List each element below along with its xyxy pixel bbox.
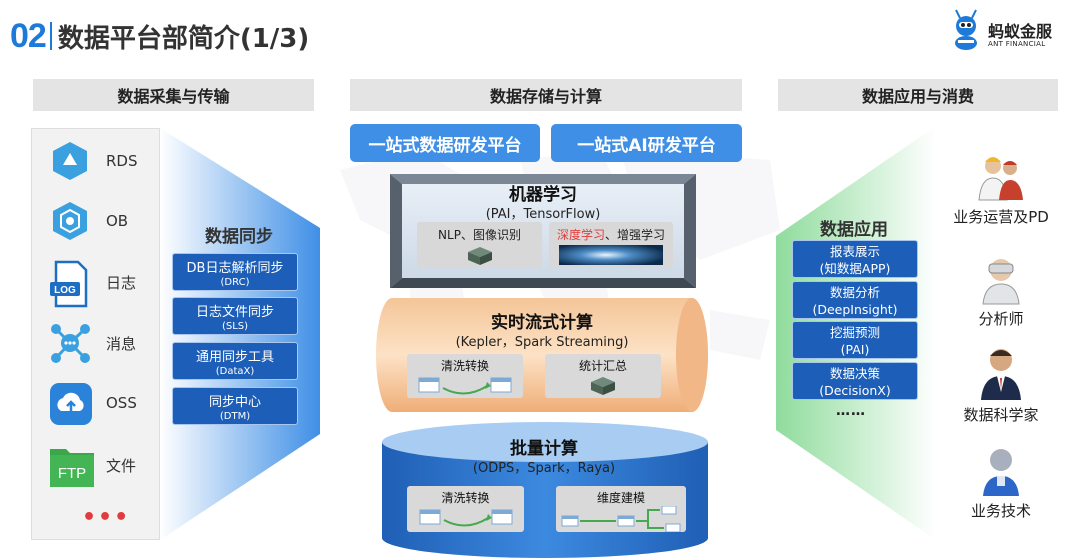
app-item-name: 数据决策 (829, 366, 880, 381)
app-item-code: (DecisionX) (819, 383, 891, 398)
sync-item-name: DB日志解析同步 (186, 261, 284, 276)
ml-subtitle: (PAI，TensorFlow) (485, 207, 601, 222)
sync-item-sls: 日志文件同步 (SLS) (172, 297, 298, 335)
role-label: 数据科学家 (963, 406, 1039, 424)
app-item-code: (DeepInsight) (812, 302, 898, 317)
app-item-mining: 挖掘预测 (PAI) (792, 321, 918, 359)
section-header-apply: 数据应用与消费 (778, 79, 1058, 111)
source-label: 消息 (106, 334, 137, 353)
ftp-folder-icon: FTP (48, 443, 94, 487)
sync-item-dtm: 同步中心 (DTM) (172, 387, 298, 425)
source-message: 消息 (48, 321, 158, 365)
source-log: LOG 日志 (48, 260, 158, 308)
app-item-report: 报表展示 (知数据APP) (792, 240, 918, 278)
sync-item-drc: DB日志解析同步 (DRC) (172, 253, 298, 291)
scientist-person-icon (981, 349, 1021, 400)
platform-data-dev: 一站式数据研发平台 (350, 124, 540, 162)
analyst-vr-icon (982, 259, 1020, 305)
stream-subtitle: (Kepler，Spark Streaming) (455, 335, 629, 350)
message-molecule-icon (48, 321, 94, 365)
source-panel: RDS OB LOG 日志 (31, 128, 160, 540)
ml-card-highlight: 深度学习 (556, 228, 605, 242)
stream-card-clean: 清洗转换 (407, 354, 523, 398)
logo-chinese: 蚂蚁金服 (988, 22, 1053, 41)
batch-card-label: 清洗转换 (441, 491, 490, 505)
section-header-storage: 数据存储与计算 (350, 79, 742, 111)
more-sources-dots: ••• (82, 505, 131, 530)
batch-card-label: 维度建模 (596, 491, 645, 505)
batch-subtitle: (ODPS，Spark，Raya) (472, 461, 616, 476)
business-team-icon (978, 157, 1023, 201)
batch-card-clean: 清洗转换 (407, 486, 524, 532)
apps-title: 数据应用 (820, 220, 888, 240)
source-file: FTP 文件 (48, 443, 158, 487)
cube-grid-icon (467, 247, 492, 265)
logo-english: ANT FINANCIAL (988, 40, 1046, 48)
batch-card-model: 维度建模 (556, 486, 686, 532)
oss-cloud-upload-icon (48, 381, 94, 425)
role-label: 业务运营及PD (953, 208, 1049, 226)
app-item-name: 数据分析 (829, 285, 880, 300)
page-number: 02 (10, 16, 47, 55)
title-divider (49, 22, 52, 50)
source-oss: OSS (48, 381, 158, 425)
source-rds: RDS (48, 139, 158, 183)
app-item-decision: 数据决策 (DecisionX) (792, 362, 918, 400)
source-label: 日志 (106, 273, 137, 292)
ob-hexagon-icon (48, 199, 94, 243)
source-ob: OB (48, 199, 158, 243)
cube-grid-icon (591, 377, 615, 395)
ftp-icon-text: FTP (58, 465, 86, 482)
sync-item-name: 通用同步工具 (195, 350, 274, 365)
dimension-model-icon (561, 506, 681, 532)
ml-card-nlp: NLP、图像识别 (417, 222, 542, 268)
role-tech: 业务技术 (936, 442, 1066, 521)
app-item-code: (PAI) (840, 342, 870, 357)
stream-card-label: 统计汇总 (578, 359, 627, 373)
sync-item-code: (SLS) (221, 321, 249, 332)
app-item-name: 报表展示 (829, 244, 880, 259)
role-data-scientist: 数据科学家 (936, 342, 1066, 425)
transform-flow-icon (419, 509, 512, 527)
role-analyst: 分析师 (936, 250, 1066, 329)
transform-flow-icon (418, 377, 512, 395)
stream-title: 实时流式计算 (491, 313, 593, 333)
sync-item-datax: 通用同步工具 (DataX) (172, 342, 298, 380)
stream-card-label: 清洗转换 (440, 359, 489, 373)
section-header-collect: 数据采集与传输 (33, 79, 314, 111)
ant-financial-logo: 蚂蚁金服 ANT FINANCIAL (948, 8, 1066, 60)
source-label: RDS (106, 152, 138, 170)
sync-title: 数据同步 (205, 227, 273, 247)
app-item-code: (知数据APP) (819, 261, 891, 276)
svg-text:LOG: LOG (54, 285, 76, 296)
platform-ai-dev: 一站式AI研发平台 (551, 124, 742, 162)
role-label: 分析师 (978, 310, 1024, 328)
page-header: 02 数据平台部简介(1/3) (10, 14, 309, 58)
more-apps-dots: …… (836, 403, 866, 419)
ml-card-label: 、增强学习 (605, 228, 666, 242)
batch-title: 批量计算 (510, 439, 578, 459)
app-item-name: 挖掘预测 (829, 325, 880, 340)
ml-card-label: NLP、图像识别 (438, 228, 521, 242)
log-file-icon: LOG (48, 260, 94, 308)
sync-item-code: (DataX) (215, 366, 255, 377)
source-label: OSS (106, 394, 137, 412)
app-item-analysis: 数据分析 (DeepInsight) (792, 281, 918, 319)
neural-image-icon (559, 245, 663, 265)
sync-item-name: 同步中心 (208, 395, 261, 410)
ant-mascot-icon (955, 9, 977, 50)
role-label: 业务技术 (970, 502, 1031, 520)
source-label: OB (106, 212, 129, 230)
ml-title: 机器学习 (509, 185, 577, 205)
source-label: 文件 (106, 456, 137, 475)
rds-hexagon-icon (48, 139, 94, 183)
tech-person-icon (983, 449, 1019, 496)
sync-item-code: (DRC) (220, 277, 250, 288)
page-title: 数据平台部简介(1/3) (57, 23, 310, 54)
stream-card-stats: 统计汇总 (545, 354, 661, 398)
ml-card-deep: 深度学习、增强学习 (549, 222, 673, 268)
role-ops-pd: 业务运营及PD (936, 148, 1066, 227)
sync-item-code: (DTM) (219, 411, 251, 422)
sync-item-name: 日志文件同步 (195, 305, 274, 320)
